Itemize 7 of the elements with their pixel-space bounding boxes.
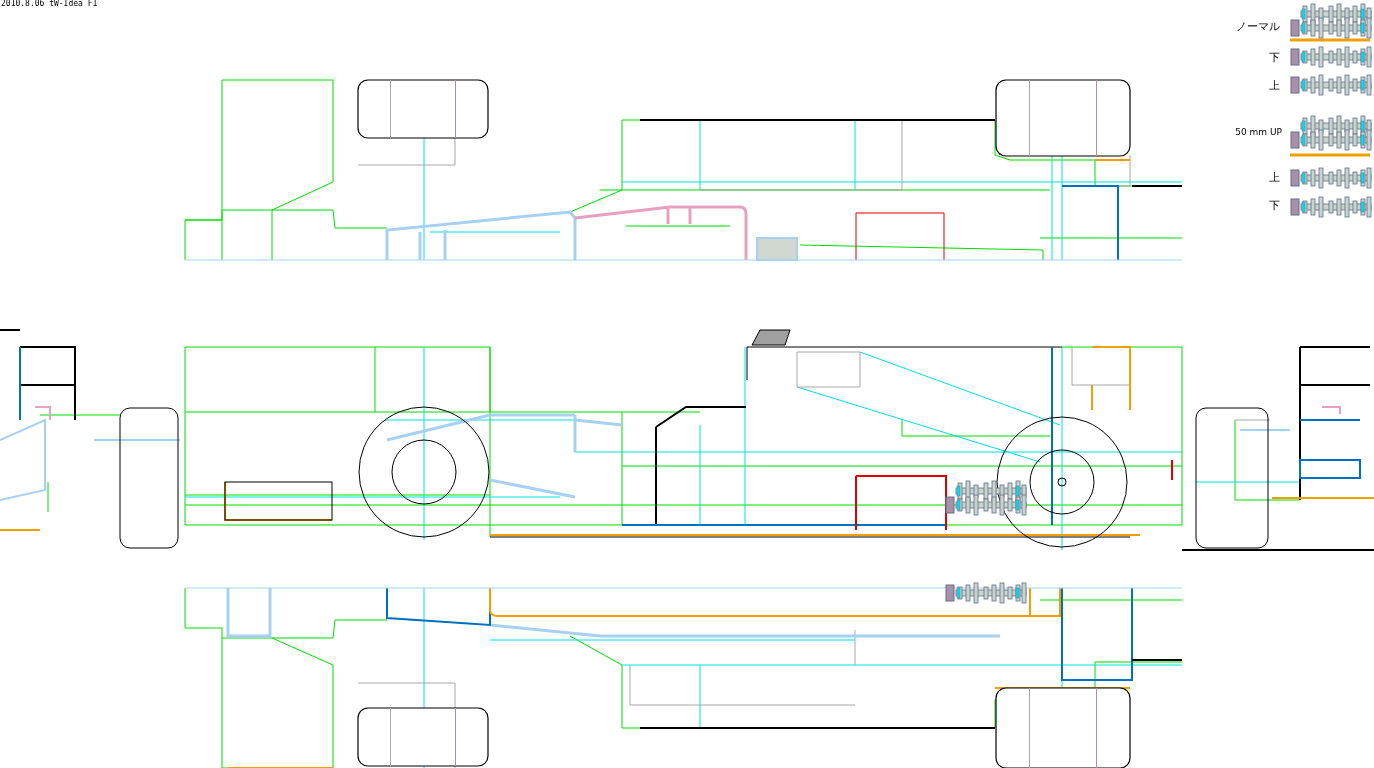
gearbox-label: 下	[1268, 200, 1280, 211]
gearbox-label: 50 mm UP	[1234, 128, 1282, 137]
gearbox-label: 上	[1268, 172, 1280, 183]
gearbox-label: ノーマル	[1235, 21, 1280, 32]
drawing-header: 2010.8.06 tW-Idea F1	[1, 0, 99, 8]
gearbox-label: 上	[1268, 80, 1280, 91]
gearbox-label: 下	[1268, 52, 1280, 63]
